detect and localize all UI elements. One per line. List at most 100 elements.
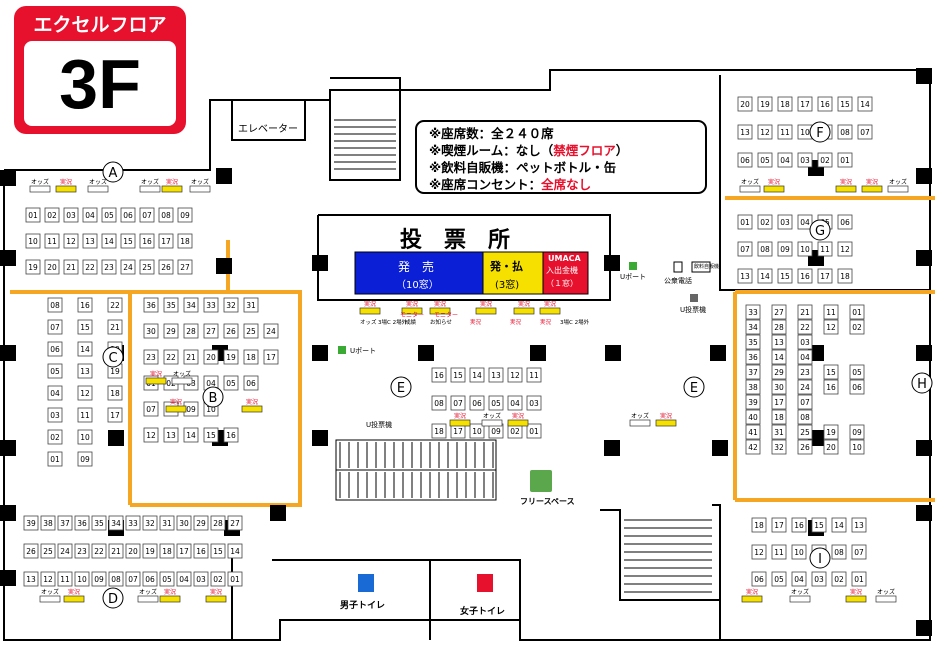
seat[interactable] (193, 515, 209, 531)
seat[interactable] (751, 517, 767, 533)
seat[interactable] (82, 233, 98, 249)
seat[interactable] (757, 152, 773, 168)
seat[interactable] (82, 259, 98, 275)
seat[interactable] (74, 515, 90, 531)
seat[interactable] (745, 379, 761, 395)
seat[interactable] (797, 319, 813, 335)
seat[interactable] (745, 424, 761, 440)
seat[interactable] (143, 297, 159, 313)
seat[interactable] (193, 543, 209, 559)
seat[interactable] (851, 517, 867, 533)
seat[interactable] (108, 543, 124, 559)
seat[interactable] (797, 409, 813, 425)
seat[interactable] (159, 515, 175, 531)
seat[interactable] (139, 259, 155, 275)
seat[interactable] (757, 268, 773, 284)
seat[interactable] (737, 152, 753, 168)
seat[interactable] (797, 152, 813, 168)
seat[interactable] (77, 429, 93, 445)
seat[interactable] (47, 341, 63, 357)
seat[interactable] (159, 571, 175, 587)
seat[interactable] (107, 407, 123, 423)
seat[interactable] (771, 544, 787, 560)
seat[interactable] (108, 515, 124, 531)
seat[interactable] (223, 323, 239, 339)
seat[interactable] (125, 571, 141, 587)
seat[interactable] (120, 233, 136, 249)
seat[interactable] (751, 571, 767, 587)
seat[interactable] (797, 424, 813, 440)
seat[interactable] (158, 207, 174, 223)
seat[interactable] (777, 241, 793, 257)
seat[interactable] (771, 319, 787, 335)
seat[interactable] (757, 241, 773, 257)
seat[interactable] (210, 515, 226, 531)
seat[interactable] (25, 207, 41, 223)
seat[interactable] (797, 349, 813, 365)
seat[interactable] (47, 319, 63, 335)
seat[interactable] (125, 543, 141, 559)
seat[interactable] (469, 367, 485, 383)
seat[interactable] (837, 96, 853, 112)
seat[interactable] (107, 319, 123, 335)
seat[interactable] (47, 297, 63, 313)
seat[interactable] (797, 439, 813, 455)
seat[interactable] (158, 259, 174, 275)
seat[interactable] (507, 367, 523, 383)
seat[interactable] (23, 543, 39, 559)
seat[interactable] (745, 439, 761, 455)
seat[interactable] (227, 571, 243, 587)
seat[interactable] (777, 152, 793, 168)
seat[interactable] (791, 517, 807, 533)
seat[interactable] (771, 379, 787, 395)
seat[interactable] (488, 367, 504, 383)
seat[interactable] (243, 323, 259, 339)
seat[interactable] (507, 395, 523, 411)
seat[interactable] (771, 517, 787, 533)
seat[interactable] (857, 124, 873, 140)
seat[interactable] (107, 297, 123, 313)
seat[interactable] (77, 385, 93, 401)
seat[interactable] (210, 543, 226, 559)
seat[interactable] (737, 96, 753, 112)
seat[interactable] (143, 349, 159, 365)
seat[interactable] (23, 515, 39, 531)
seat[interactable] (771, 394, 787, 410)
seat[interactable] (23, 571, 39, 587)
seat[interactable] (526, 367, 542, 383)
seat[interactable] (797, 304, 813, 320)
seat[interactable] (63, 207, 79, 223)
seat[interactable] (142, 515, 158, 531)
seat[interactable] (40, 543, 56, 559)
seat[interactable] (797, 379, 813, 395)
seat[interactable] (831, 544, 847, 560)
seat[interactable] (745, 349, 761, 365)
seat[interactable] (431, 395, 447, 411)
seat[interactable] (143, 323, 159, 339)
seat[interactable] (745, 319, 761, 335)
seat[interactable] (811, 517, 827, 533)
seat[interactable] (77, 407, 93, 423)
seat[interactable] (771, 409, 787, 425)
seat[interactable] (40, 515, 56, 531)
seat[interactable] (177, 233, 193, 249)
seat[interactable] (44, 233, 60, 249)
seat[interactable] (823, 379, 839, 395)
seat[interactable] (737, 268, 753, 284)
seat[interactable] (63, 259, 79, 275)
seat[interactable] (177, 207, 193, 223)
seat[interactable] (469, 395, 485, 411)
seat[interactable] (203, 323, 219, 339)
seat[interactable] (142, 571, 158, 587)
seat[interactable] (771, 349, 787, 365)
seat[interactable] (757, 96, 773, 112)
seat[interactable] (158, 233, 174, 249)
seat[interactable] (203, 297, 219, 313)
seat[interactable] (101, 233, 117, 249)
seat[interactable] (142, 543, 158, 559)
seat[interactable] (176, 515, 192, 531)
seat[interactable] (107, 385, 123, 401)
seat[interactable] (143, 401, 159, 417)
seat[interactable] (25, 233, 41, 249)
seat[interactable] (77, 341, 93, 357)
